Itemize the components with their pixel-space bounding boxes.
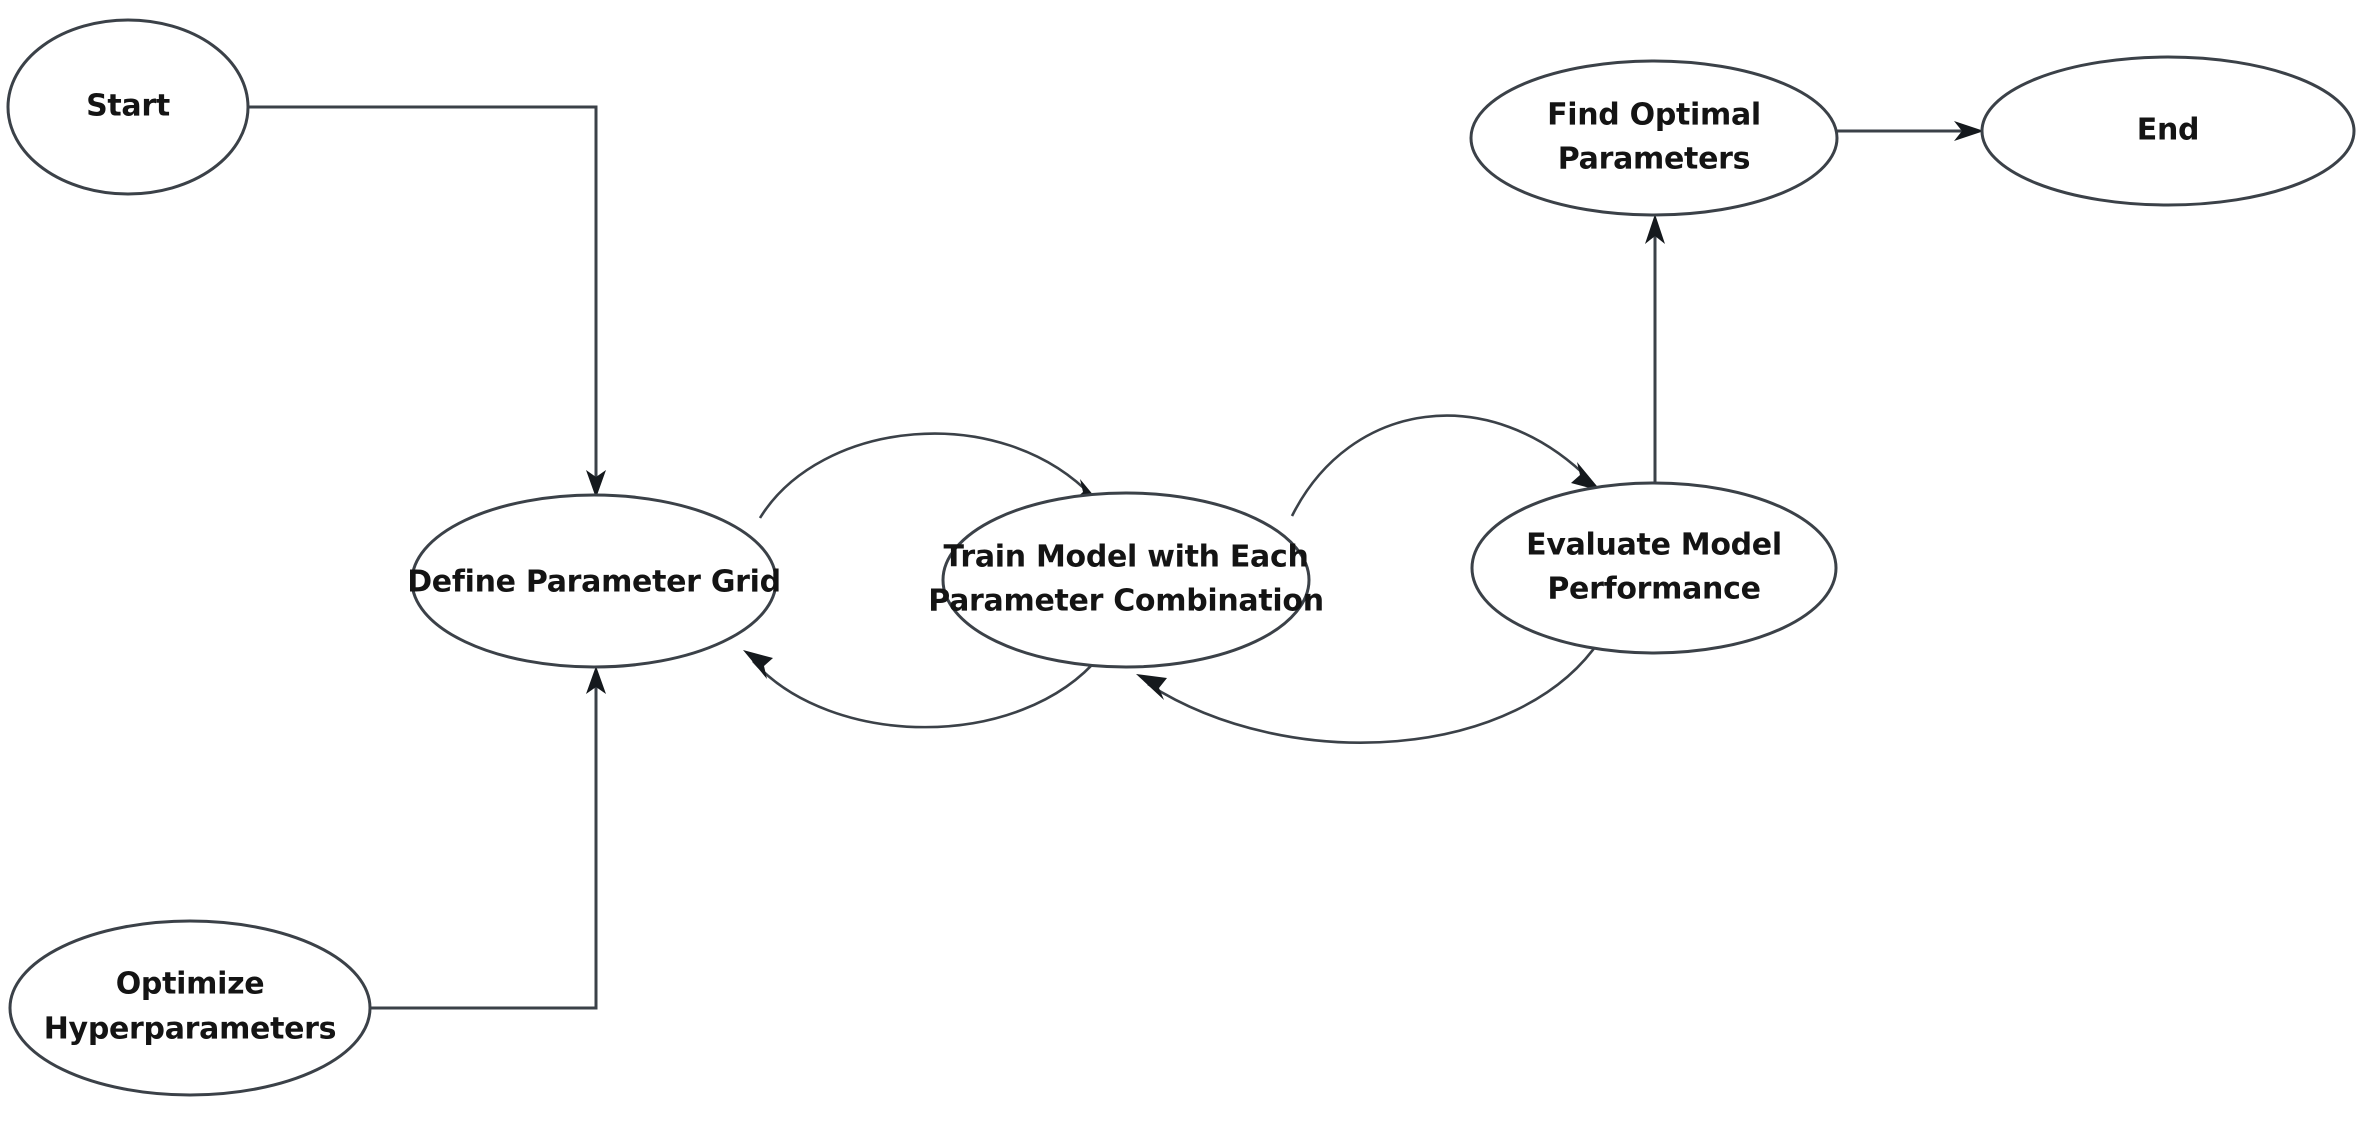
edge-train-to-evaluate-arrowhead xyxy=(1571,462,1601,491)
node-train-model[interactable]: Train Model with Each Parameter Combinat… xyxy=(928,491,1324,669)
node-find-optimal-parameters-label-line1: Find Optimal xyxy=(1547,98,1761,133)
edge-train-to-evaluate xyxy=(1290,414,1601,517)
node-train-model-label-line1: Train Model with Each xyxy=(943,540,1308,575)
edge-optimal-to-end xyxy=(1837,121,1984,141)
edge-evaluate-to-train-arrowhead xyxy=(1136,674,1167,700)
node-find-optimal-parameters[interactable]: Find Optimal Parameters xyxy=(1469,59,1839,217)
node-start-ellipse[interactable] xyxy=(6,18,250,196)
node-evaluate-model-ellipse[interactable] xyxy=(1470,481,1838,655)
edge-train-to-define-arrowhead xyxy=(743,650,773,679)
node-start-label: Start xyxy=(86,89,170,124)
node-find-optimal-parameters-label-line2: Parameters xyxy=(1558,142,1750,177)
edge-train-to-define xyxy=(743,650,1101,729)
node-define-parameter-grid-label: Define Parameter Grid xyxy=(407,565,781,600)
edge-optimize-to-define-arrowhead xyxy=(586,666,606,694)
edge-define-to-train-path xyxy=(758,432,1094,519)
node-optimize-hyperparameters-label-line2: Hyperparameters xyxy=(44,1012,336,1047)
edge-start-to-define-arrowhead xyxy=(586,470,606,498)
node-start[interactable]: Start xyxy=(6,18,250,196)
node-train-model-label-line2: Parameter Combination xyxy=(928,584,1324,619)
node-optimize-hyperparameters-label-line1: Optimize xyxy=(116,967,265,1002)
edge-optimize-to-define xyxy=(370,666,606,1010)
edge-start-to-define xyxy=(248,105,606,498)
node-end-label: End xyxy=(2137,113,2199,148)
edge-evaluate-to-optimal xyxy=(1645,214,1665,484)
edge-evaluate-to-optimal-arrowhead xyxy=(1645,214,1665,244)
node-define-parameter-grid[interactable]: Define Parameter Grid xyxy=(407,493,781,669)
edge-train-to-evaluate-path xyxy=(1290,414,1591,517)
node-evaluate-model-label-line2: Performance xyxy=(1547,572,1760,607)
edge-train-to-define-path xyxy=(752,655,1101,729)
node-define-parameter-grid-ellipse[interactable] xyxy=(410,493,778,669)
node-evaluate-model[interactable]: Evaluate Model Performance xyxy=(1470,481,1838,655)
node-optimize-hyperparameters-ellipse[interactable] xyxy=(8,919,372,1097)
edge-evaluate-to-train xyxy=(1136,639,1602,744)
edge-optimal-to-end-arrowhead xyxy=(1954,121,1984,141)
edge-evaluate-to-train-path xyxy=(1147,639,1602,744)
node-train-model-ellipse[interactable] xyxy=(941,491,1311,669)
node-optimize-hyperparameters[interactable]: Optimize Hyperparameters xyxy=(8,919,372,1097)
edge-optimize-to-define-path xyxy=(370,680,598,1010)
node-evaluate-model-label-line1: Evaluate Model xyxy=(1526,528,1782,563)
node-end-ellipse[interactable] xyxy=(1980,55,2356,207)
node-end[interactable]: End xyxy=(1980,55,2356,207)
edge-start-to-define-path xyxy=(248,105,598,487)
node-find-optimal-parameters-ellipse[interactable] xyxy=(1469,59,1839,217)
